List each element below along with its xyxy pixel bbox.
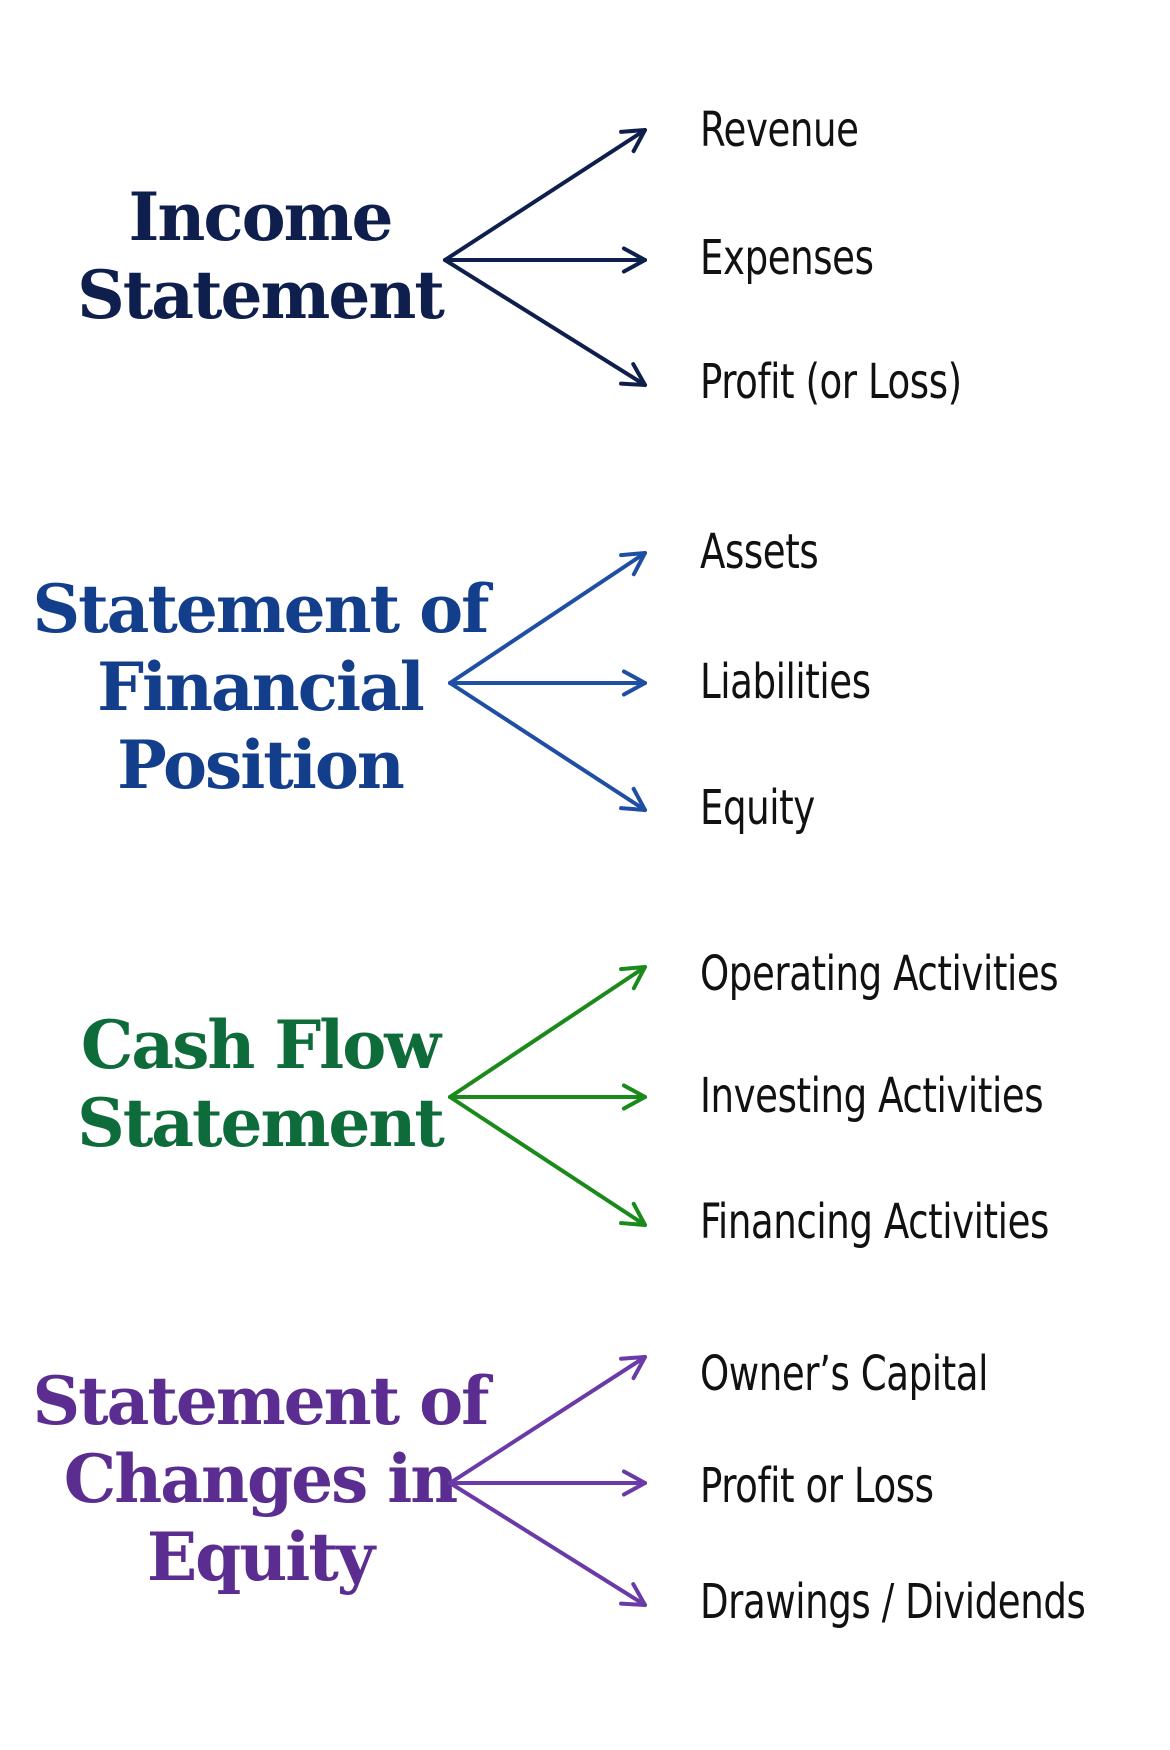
- title-line: Cash Flow: [80, 1006, 441, 1084]
- arrow-upper-head: [619, 128, 647, 154]
- arrow-upper-shaft: [448, 1355, 647, 1485]
- arrow-upper-shaft: [443, 128, 647, 262]
- arrow-upper-head: [619, 551, 647, 577]
- section-title: Income Statement: [30, 178, 490, 334]
- title-line: Statement of: [32, 570, 489, 648]
- title-line: Equity: [146, 1518, 375, 1596]
- section-title: Statement of Financial Position: [30, 570, 490, 804]
- branch-item-profit-or-loss: Profit (or Loss): [700, 354, 962, 410]
- branch-item-investing-activities: Investing Activities: [700, 1068, 1044, 1124]
- branch-item-owners-capital: Owner’s Capital: [700, 1346, 988, 1402]
- branch-arrows: [443, 128, 647, 387]
- title-line: Statement of: [32, 1362, 489, 1440]
- branch-item-operating-activities: Operating Activities: [700, 946, 1059, 1002]
- branch-item-revenue: Revenue: [700, 102, 859, 158]
- arrow-middle-head: [621, 1469, 647, 1497]
- branch-arrows: [448, 551, 647, 812]
- branch-arrows: [448, 965, 647, 1227]
- title-line: Statement: [77, 1084, 445, 1162]
- branch-item-liabilities: Liabilities: [700, 654, 871, 710]
- section-title: Statement of Changes in Equity: [30, 1362, 490, 1596]
- arrow-upper-head: [619, 965, 647, 991]
- branch-item-drawings-dividends: Drawings / Dividends: [700, 1574, 1086, 1630]
- arrow-lower-shaft: [448, 681, 647, 812]
- section-title: Cash Flow Statement: [30, 1006, 490, 1162]
- branch-item-financing-activities: Financing Activities: [700, 1194, 1049, 1250]
- arrow-upper-shaft: [448, 965, 647, 1099]
- title-line: Changes in: [63, 1440, 459, 1518]
- title-line: Position: [117, 726, 405, 804]
- arrow-upper-head: [619, 1355, 647, 1381]
- branch-item-equity: Equity: [700, 780, 815, 836]
- arrow-middle-head: [621, 1083, 647, 1111]
- arrow-upper-shaft: [448, 551, 647, 685]
- arrow-lower-shaft: [443, 258, 647, 387]
- arrow-lower-head: [619, 1582, 647, 1607]
- arrow-lower-head: [619, 1201, 647, 1227]
- arrow-lower-head: [619, 786, 647, 812]
- arrow-lower-shaft: [448, 1095, 647, 1227]
- title-line: Income: [128, 178, 394, 256]
- arrow-lower-head: [619, 362, 647, 387]
- title-line: Financial: [97, 648, 425, 726]
- arrow-middle-head: [621, 246, 647, 274]
- branch-item-assets: Assets: [700, 524, 819, 580]
- branch-item-profit-or-loss: Profit or Loss: [700, 1458, 934, 1514]
- title-line: Statement: [77, 256, 445, 334]
- branch-item-expenses: Expenses: [700, 230, 874, 286]
- arrow-lower-shaft: [448, 1481, 647, 1607]
- arrow-middle-head: [621, 669, 647, 697]
